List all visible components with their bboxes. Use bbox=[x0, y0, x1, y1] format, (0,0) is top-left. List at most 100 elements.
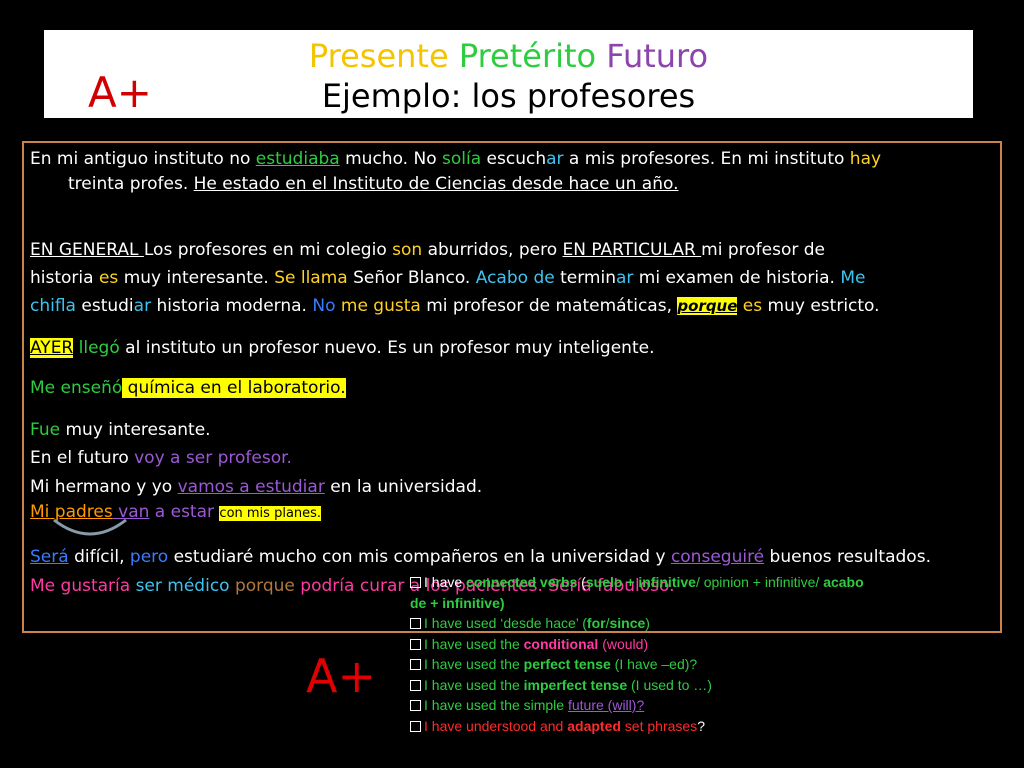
text: I have used the bbox=[424, 635, 524, 652]
checkbox-icon[interactable] bbox=[410, 679, 421, 691]
text: mi examen de historia. bbox=[633, 268, 841, 288]
text: estudiaré mucho con mis compañeros en la… bbox=[168, 547, 671, 567]
text: acabo bbox=[823, 574, 864, 590]
text: conditional bbox=[523, 635, 599, 652]
checkbox-icon[interactable] bbox=[410, 720, 421, 732]
text: Mi bbox=[30, 502, 50, 522]
text: imperfect tense bbox=[523, 676, 628, 693]
text: En mi antiguo instituto no bbox=[30, 149, 256, 169]
future: van bbox=[112, 502, 150, 522]
title-tenses: Presente Pretérito Futuro bbox=[44, 36, 973, 76]
text: mi profesor de bbox=[701, 240, 826, 260]
checkbox-icon[interactable] bbox=[410, 700, 421, 711]
checklist-item: I have used the imperfect tense (I used … bbox=[410, 675, 864, 696]
text: historia bbox=[30, 268, 99, 288]
title-preterito: Pretérito bbox=[458, 37, 597, 75]
connective: porque bbox=[677, 297, 738, 315]
text: treinta profes. bbox=[68, 174, 194, 194]
text: difícil, bbox=[68, 547, 130, 567]
text: connected verbs bbox=[466, 574, 578, 590]
text: al instituto un profesor nuevo. Es un pr… bbox=[119, 338, 655, 358]
text: Mi hermano y yo bbox=[30, 477, 178, 497]
line-7: Me enseñó química en el laboratorio. bbox=[30, 376, 346, 400]
future: conseguiré bbox=[670, 547, 765, 567]
text: Señor Blanco. bbox=[347, 268, 476, 288]
text: termin bbox=[554, 268, 616, 288]
conditional: Me gustaría bbox=[30, 576, 131, 596]
line-5: chifla estudiar historia moderna. No me … bbox=[30, 294, 880, 318]
text: future (will)? bbox=[567, 697, 645, 713]
text: en la universidad. bbox=[324, 477, 483, 497]
text: mi profesor de matemáticas, bbox=[420, 296, 678, 316]
text: He estado en el Instituto de Ciencias de… bbox=[193, 174, 679, 194]
ending: ar bbox=[615, 268, 634, 288]
title-futuro: Futuro bbox=[606, 37, 709, 75]
grade-top: A+ bbox=[88, 68, 152, 117]
text: muy estricto. bbox=[762, 296, 880, 316]
text: I have used the simple bbox=[424, 697, 568, 713]
checkbox-icon[interactable] bbox=[410, 618, 421, 629]
highlight: química en el laboratorio. bbox=[122, 378, 346, 398]
future: voy a ser profesor. bbox=[134, 448, 292, 468]
phrase: me gusta bbox=[335, 296, 421, 316]
checkbox-icon[interactable] bbox=[410, 659, 421, 670]
future: Será bbox=[30, 547, 69, 567]
line-1: En mi antiguo instituto no estudiaba muc… bbox=[30, 147, 881, 171]
checkbox-icon[interactable] bbox=[410, 638, 421, 650]
line-6: AYER llegó al instituto un profesor nuev… bbox=[30, 336, 654, 360]
line-13: Me gustaría ser médico porque podría cur… bbox=[30, 574, 675, 598]
verb: es bbox=[98, 268, 119, 288]
line-3: EN GENERAL Los profesores en mi colegio … bbox=[30, 238, 825, 262]
future: a estar bbox=[149, 502, 220, 522]
text: for bbox=[586, 615, 606, 631]
text: perfect tense bbox=[523, 656, 611, 672]
connective: pero bbox=[129, 547, 169, 567]
line-9: En el futuro voy a ser profesor. bbox=[30, 446, 292, 470]
phrase: Acabo de bbox=[475, 268, 555, 288]
phrase: Me bbox=[840, 268, 866, 288]
conditional: Sería bbox=[548, 576, 592, 596]
text: I have understood and bbox=[424, 717, 568, 734]
text: suelo + infinitive bbox=[585, 574, 696, 590]
text: set phrases bbox=[620, 717, 698, 734]
ending: ar bbox=[133, 296, 152, 316]
highlight: con mis planes. bbox=[219, 506, 322, 521]
text: padres bbox=[49, 502, 113, 522]
line-2: treinta profes. He estado en el Institut… bbox=[68, 172, 679, 196]
text: mucho. No bbox=[339, 149, 442, 169]
correction-arc bbox=[53, 518, 127, 536]
text: historia moderna. bbox=[151, 296, 313, 316]
title-presente: Presente bbox=[308, 37, 449, 75]
text: I have used ‘desde hace’ ( bbox=[424, 615, 587, 631]
verb: solía bbox=[442, 149, 482, 169]
line-4: historia es muy interesante. Se llama Se… bbox=[30, 266, 866, 290]
text: ? bbox=[697, 717, 705, 734]
verb: Fue bbox=[30, 420, 61, 440]
text: EN GENERAL bbox=[30, 240, 144, 260]
phrase: Se llama bbox=[274, 268, 348, 288]
text: buenos resultados. bbox=[764, 547, 931, 567]
verb: Me enseñó bbox=[30, 378, 123, 398]
checkbox-icon[interactable] bbox=[410, 577, 421, 588]
verb: es bbox=[737, 296, 763, 316]
time-marker: AYER bbox=[30, 338, 74, 358]
checklist-item: I have used ‘desde hace’ (for/since) bbox=[410, 613, 864, 634]
checklist-item-cont: de + infinitive) bbox=[410, 593, 864, 614]
text: muy interesante. bbox=[118, 268, 275, 288]
text: aburridos, pero bbox=[422, 240, 563, 260]
grade-bottom: A+ bbox=[306, 649, 377, 703]
title-box: Presente Pretérito Futuro Ejemplo: los p… bbox=[44, 30, 973, 118]
text: muy interesante. bbox=[60, 420, 211, 440]
title-example: Ejemplo: los profesores bbox=[321, 77, 696, 115]
text: I have bbox=[424, 574, 467, 590]
checklist-item: I have used the conditional (would) bbox=[410, 634, 864, 655]
text: EN PARTICULAR bbox=[562, 240, 702, 260]
text: I have used the bbox=[424, 656, 524, 672]
text: / bbox=[605, 615, 610, 631]
text: adapted bbox=[567, 717, 621, 734]
line-12: Será difícil, pero estudiaré mucho con m… bbox=[30, 545, 931, 569]
text: (would) bbox=[598, 635, 649, 652]
text: a mis profesores. En mi instituto bbox=[563, 149, 850, 169]
text: escuch bbox=[481, 149, 547, 169]
checklist-item: I have understood and adapted set phrase… bbox=[410, 716, 864, 737]
